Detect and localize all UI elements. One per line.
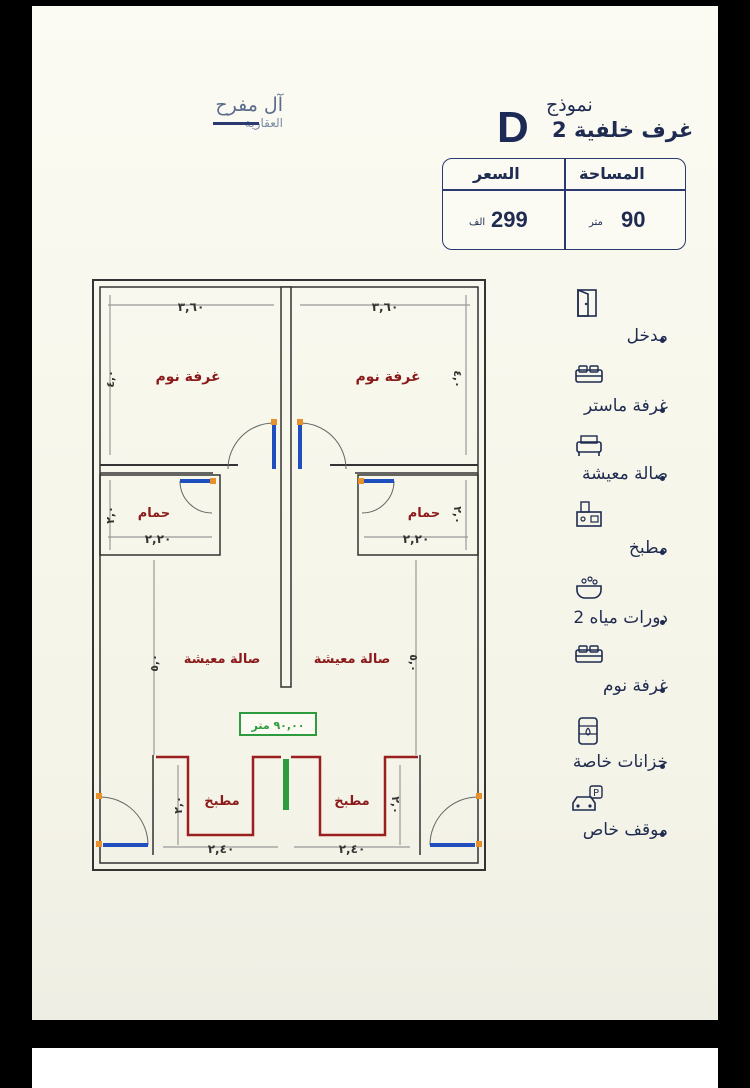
floor-plan: غرفة نوم غرفة نوم حمام حمام صالة معيشة ص…: [92, 279, 486, 871]
bullet-dot: [660, 338, 665, 343]
dim-top-right: ٣,٦٠: [372, 300, 399, 314]
feature-bedroom: غرفة نوم: [603, 676, 668, 696]
price-area-box: المساحة السعر 90 متر 299 الف: [442, 158, 686, 250]
dim-side-right: ٤,٠: [451, 370, 464, 388]
door-icon: [577, 288, 597, 317]
bathroom-right-label: حمام: [408, 506, 441, 521]
living-left-label: صالة معيشة: [184, 652, 261, 667]
price-label: السعر: [473, 164, 520, 183]
bullet-dot: [660, 764, 665, 769]
bathroom-right: [357, 474, 479, 556]
model-subtitle: 2 غرف خلفية: [552, 118, 694, 142]
kitchen-right-label: مطبخ: [334, 794, 369, 809]
kitchen-left-label: مطبخ: [204, 794, 239, 809]
area-tag-label: ٩٠,٠٠ متر: [250, 719, 304, 732]
dim-living-side-left: ٥,٠: [148, 654, 161, 672]
bathroom-left-label: حمام: [138, 506, 171, 521]
model-label: نموذج: [546, 94, 593, 116]
dim-bath-side-right: ٢,٠: [451, 506, 464, 524]
bullet-dot: [660, 688, 665, 693]
parking-icon: P: [572, 785, 603, 811]
bottom-strip: [32, 1048, 718, 1088]
dim-top-left: ٣,٦٠: [178, 300, 205, 314]
dim-bath-left: ٢,٢٠: [145, 532, 172, 546]
bullet-dot: [660, 476, 665, 481]
bullet-dot: [660, 620, 665, 625]
bed-icon: [575, 365, 603, 383]
dim-kitchen-left: ٢,٤٠: [208, 842, 235, 856]
model-letter: D: [497, 103, 529, 152]
feature-living-room: صالة معيشة: [581, 464, 668, 484]
bedroom-right-label: غرفة نوم: [355, 369, 420, 385]
dim-kitchen-right: ٢,٤٠: [339, 842, 366, 856]
bullet-dot: [660, 408, 665, 413]
bed-icon: [575, 645, 603, 663]
price-unit: الف: [469, 217, 486, 228]
feature-parking: موقف خاص: [582, 820, 668, 840]
center-partition: [280, 286, 292, 688]
bathroom-left: [99, 474, 221, 556]
box-divider-v: [564, 159, 566, 249]
living-right-label: صالة معيشة: [314, 652, 391, 667]
brand-logo: آل مفرح العقارية: [213, 94, 283, 130]
bedroom-left-label: غرفة نوم: [155, 369, 220, 385]
dim-living-side-right: ٥,٠: [407, 654, 420, 672]
feature-entrance: مدخل: [626, 326, 668, 346]
feature-bathrooms: 2 دورات مياه: [573, 608, 668, 628]
kitchen-icon: [576, 501, 602, 527]
dim-kitchen-side-left: ٢,٠: [172, 796, 185, 814]
sofa-icon: [576, 435, 602, 456]
kitchen-left-outline: [156, 755, 281, 837]
dim-bath-side-left: ٢,٠: [104, 506, 117, 524]
outer-wall: [92, 279, 486, 871]
area-label: المساحة: [579, 164, 645, 183]
price-value: 299: [491, 207, 528, 232]
area-value: 90: [621, 207, 646, 232]
brand-bar: [213, 122, 260, 125]
dim-bath-right: ٢,٢٠: [403, 532, 430, 546]
svg-text:P: P: [593, 788, 599, 799]
dim-side-left: ٤,٠: [104, 370, 117, 388]
box-divider-h: [443, 189, 685, 191]
kitchen-right-outline: [291, 755, 418, 837]
water-tank-icon: [578, 717, 598, 745]
area-unit: متر: [589, 217, 603, 228]
feature-kitchen: مطبخ: [628, 538, 668, 558]
brand-name: آل مفرح: [215, 94, 283, 116]
bullet-dot: [660, 550, 665, 555]
bathtub-icon: [576, 576, 602, 599]
feature-tanks: خزانات خاصة: [572, 752, 668, 772]
feature-master-room: غرفة ماستر: [584, 396, 668, 416]
dim-kitchen-side-right: ٢,٠: [389, 796, 402, 814]
area-tag-box: [239, 712, 317, 736]
bullet-dot: [660, 832, 665, 837]
brand-sub: العقارية: [244, 116, 283, 130]
